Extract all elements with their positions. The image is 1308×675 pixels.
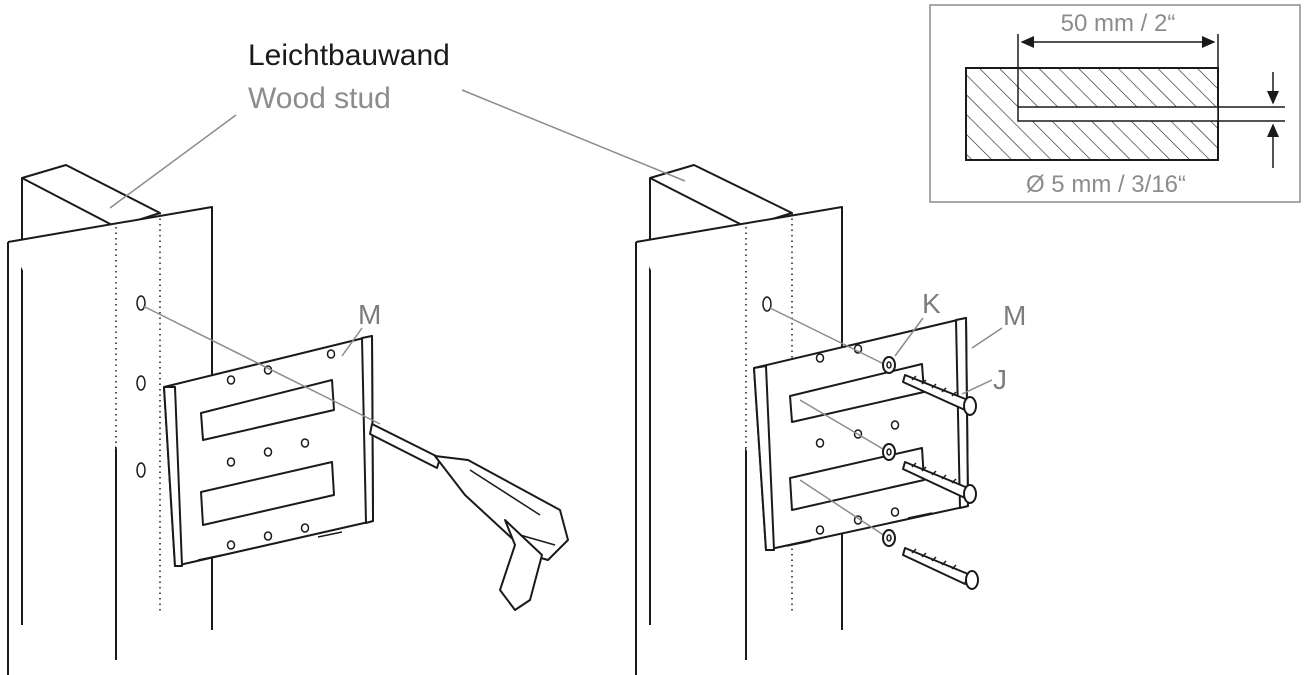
left-drill-axis [142, 305, 381, 425]
plate-label-left: M [358, 299, 381, 330]
detail-drill-hole [1017, 106, 1219, 122]
wall-type-leader-right [461, 89, 686, 182]
plate-leader-right [971, 327, 1003, 349]
wall-type-label-de: Leichtbauwand [248, 39, 450, 72]
screw-label: J [993, 364, 1007, 395]
wall-type-label-en: Wood stud [248, 82, 391, 115]
right-mounting-plate [753, 317, 969, 551]
left-stud-top [21, 164, 161, 228]
left-drill-hole-2 [136, 375, 146, 391]
left-stud-assembly [7, 164, 569, 675]
left-drill-hole-1 [136, 295, 146, 311]
plate-label-right: M [1003, 300, 1026, 331]
left-mounting-plate [163, 335, 374, 567]
drill-depth-detail: 50 mm / 2“ Ø 5 mm / 3/16“ [929, 4, 1301, 203]
right-stud-assembly [635, 164, 979, 675]
screw-leader [961, 379, 993, 395]
right-drill-hole [762, 296, 772, 312]
detail-depth-label: 50 mm / 2“ [1061, 10, 1176, 37]
washer-label: K [922, 288, 941, 319]
detail-diameter-label: Ø 5 mm / 3/16“ [1026, 171, 1186, 198]
right-stud-top [649, 164, 793, 228]
washer-leader [894, 317, 924, 357]
left-drill-hole-3 [136, 462, 146, 478]
wall-type-leader-left [109, 114, 237, 209]
washer-icon [882, 356, 896, 547]
plate-leader-left [341, 327, 363, 357]
drill-icon [369, 423, 569, 611]
screw-icon [902, 374, 979, 590]
